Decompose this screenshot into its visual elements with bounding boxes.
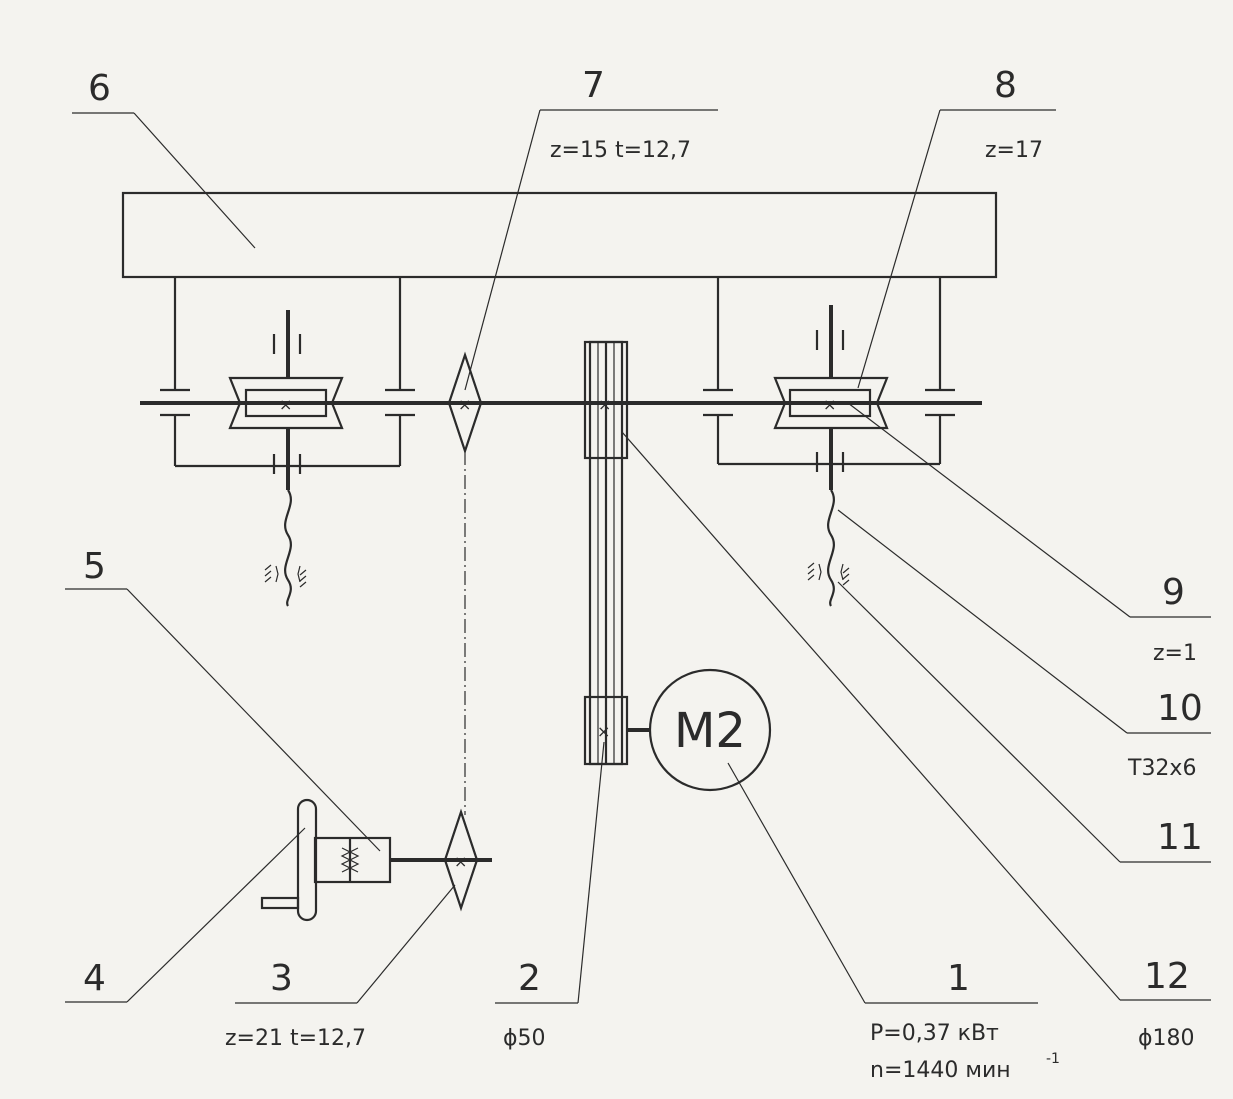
label-2: 2 [518,958,541,999]
motor-m2: M2 [648,668,772,792]
label-6: 6 [88,68,111,109]
label-10: 10 [1157,688,1203,729]
label-5: 5 [83,546,106,587]
svg-text:×: × [458,395,471,414]
label-12: 12 [1144,956,1190,997]
svg-text:×: × [597,722,610,741]
right-worm-gear: × [773,305,889,607]
frame-6 [121,191,998,279]
label-8: 8 [994,65,1017,106]
note-10: T32x6 [1127,756,1196,781]
sprocket-3: × [390,808,492,912]
label-3: 3 [270,958,293,999]
motor-label: M2 [674,703,746,759]
label-4: 4 [83,958,106,999]
left-worm-gear: × [228,310,344,607]
label-9: 9 [1162,572,1185,613]
note-3: z=21 t=12,7 [225,1026,366,1051]
note-1-speed-exp: -1 [1046,1051,1060,1067]
label-7: 7 [582,65,605,106]
svg-text:×: × [823,395,836,414]
note-12: ϕ180 [1138,1026,1195,1051]
label-11: 11 [1157,817,1203,858]
note-1-speed: n=1440 мин [870,1058,1011,1083]
clutch-5 [313,836,392,884]
svg-text:×: × [598,395,611,414]
label-1: 1 [947,958,970,999]
leader-lines [65,109,1211,1004]
handwheel-4 [260,798,318,922]
note-9: z=1 [1153,641,1197,666]
note-1-power: P=0,37 кВт [870,1021,999,1046]
note-7: z=15 t=12,7 [550,138,691,163]
note-2: ϕ50 [503,1026,546,1051]
note-8: z=17 [985,138,1043,163]
belt-drive: × × [583,340,650,766]
svg-text:×: × [279,395,292,414]
